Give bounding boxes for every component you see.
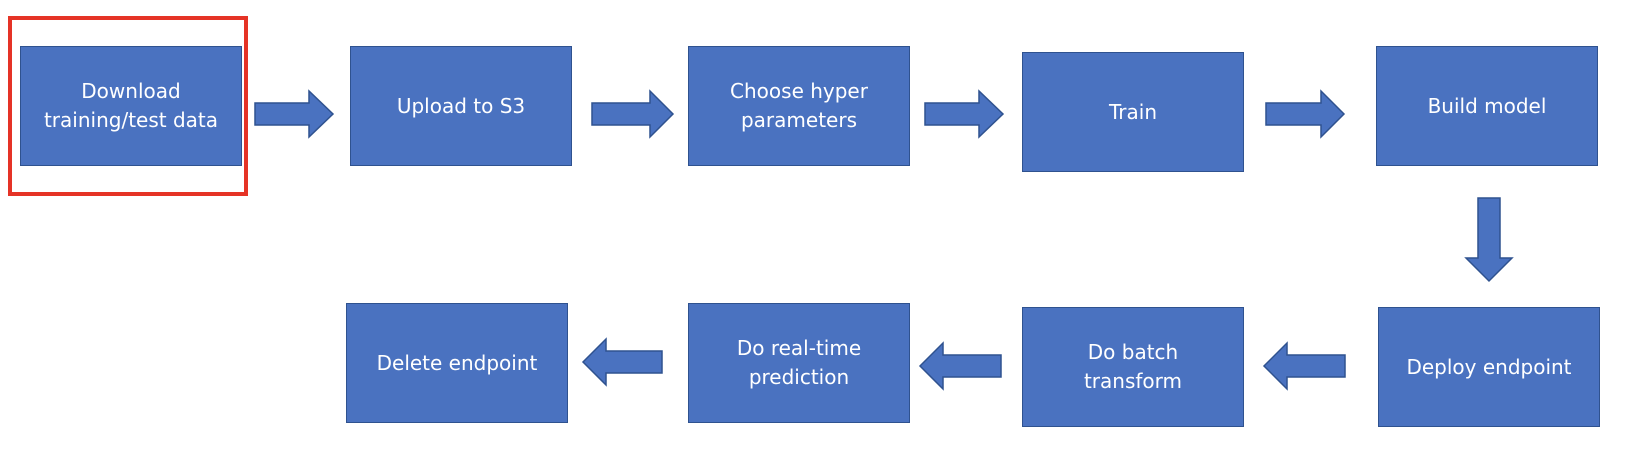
arrow-right-download-to-upload <box>254 89 335 139</box>
step-highlight-frame <box>8 16 248 196</box>
arrow-left-realtime-to-delete <box>581 337 663 387</box>
arrow-right-hyper-to-train <box>924 89 1005 139</box>
step-upload-to-s3: Upload to S3 <box>350 46 572 166</box>
step-delete-endpoint: Delete endpoint <box>346 303 568 423</box>
step-build-model: Build model <box>1376 46 1598 166</box>
arrow-down-build-to-deploy <box>1464 197 1514 283</box>
step-label: Do real-time prediction <box>736 336 862 389</box>
step-label: Choose hyper parameters <box>730 79 868 132</box>
arrow-right-train-to-build <box>1265 89 1346 139</box>
step-train: Train <box>1022 52 1244 172</box>
step-do-batch-transform: Do batch transform <box>1022 307 1244 427</box>
arrow-left-batch-to-realtime <box>918 341 1002 391</box>
step-deploy-endpoint: Deploy endpoint <box>1378 307 1600 427</box>
step-label: Download training/test data <box>43 79 219 132</box>
arrow-right-upload-to-hyper <box>591 89 675 139</box>
step-label: Upload to S3 <box>396 93 526 118</box>
step-label: Train <box>1109 99 1157 124</box>
step-label: Delete endpoint <box>376 350 538 375</box>
step-choose-hyper-parameters: Choose hyper parameters <box>688 46 910 166</box>
step-do-real-time-prediction: Do real-time prediction <box>688 303 910 423</box>
step-label: Build model <box>1427 93 1547 118</box>
step-download-training-test-data: Download training/test data <box>20 46 242 166</box>
arrow-left-deploy-to-batch <box>1262 341 1346 391</box>
step-label: Deploy endpoint <box>1406 354 1572 379</box>
step-label: Do batch transform <box>1083 340 1183 393</box>
